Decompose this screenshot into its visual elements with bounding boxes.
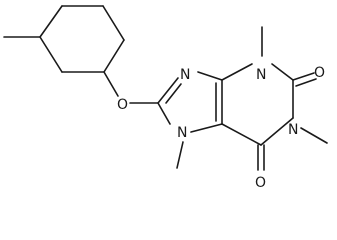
atom-label-o-ether: O — [117, 97, 128, 113]
bond — [103, 39, 125, 73]
bond — [197, 71, 223, 81]
bond — [271, 63, 294, 81]
bond — [103, 71, 119, 97]
carbonyl-bond — [292, 72, 315, 81]
bond — [190, 123, 223, 133]
bond — [39, 5, 63, 38]
bond — [221, 123, 262, 146]
imidazole-ring — [157, 71, 223, 133]
atom-label-n7: N — [177, 125, 187, 141]
bond — [221, 63, 253, 81]
bond — [157, 77, 179, 104]
bond — [102, 5, 125, 41]
bond — [165, 83, 182, 104]
atom-label-o2: O — [314, 65, 325, 81]
cyclohexyl-ring — [39, 5, 125, 73]
atom-label-n9: N — [180, 67, 190, 83]
bond — [260, 117, 294, 146]
bond — [39, 36, 63, 73]
molecule-structure: N N N N O O O — [3, 5, 328, 191]
atom-label-n3: N — [256, 67, 266, 83]
bond — [157, 102, 171, 125]
carbonyl-bond — [295, 78, 317, 87]
atom-label-o6: O — [255, 175, 266, 191]
methyl-bond — [300, 127, 328, 144]
atom-label-n1: N — [288, 122, 298, 138]
structure-canvas: N N N N O O O — [3, 5, 328, 191]
methyl-bond — [176, 141, 184, 169]
pyrimidine-ring — [221, 63, 294, 146]
